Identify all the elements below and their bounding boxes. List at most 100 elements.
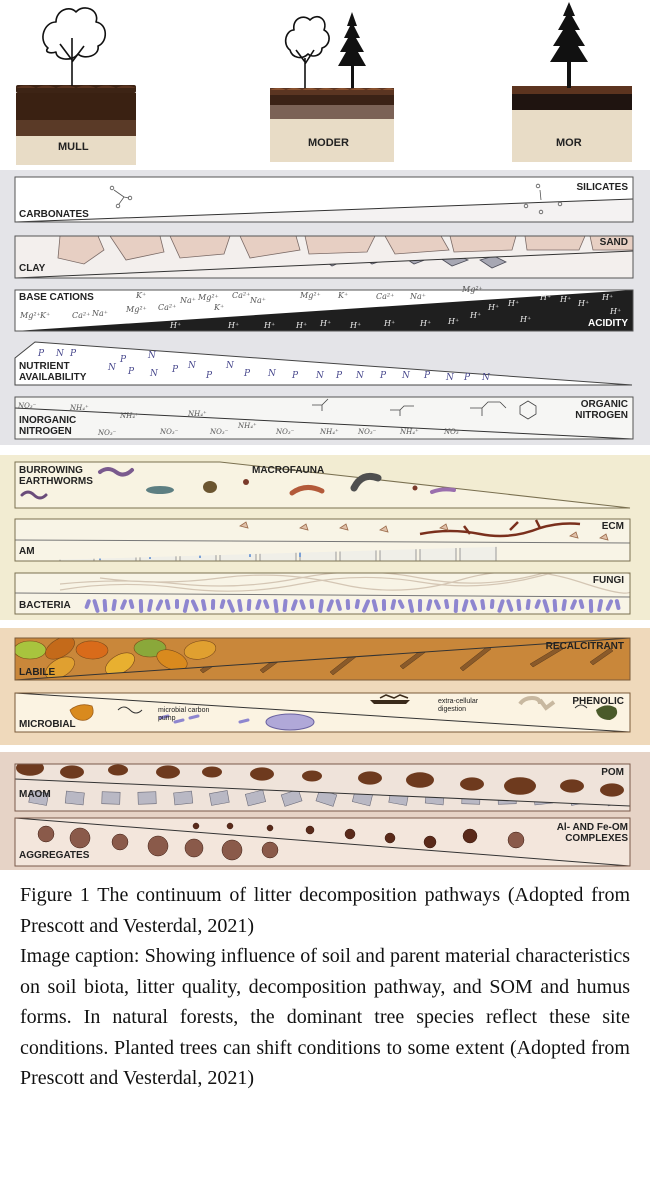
soil-chemistry-section: Mg²⁺K⁺Ca²⁺Na⁺Mg²⁺K⁺Ca²⁺Na⁺Mg²⁺K⁺Ca²⁺Na⁺M… (0, 170, 650, 445)
bacterium-cell (417, 599, 423, 612)
bacterium-cell (299, 599, 306, 610)
hydrogen-ion-symbol: H⁺ (419, 319, 431, 328)
inorganic-nitrogen-symbol: NH₄⁺ (119, 412, 139, 420)
aggregate-particle (261, 841, 279, 859)
hydrogen-ion-symbol: H⁺ (577, 299, 589, 308)
nutrient-symbol: P (243, 369, 251, 379)
aggregate-particle (226, 822, 234, 830)
bacterium-cell (111, 599, 117, 611)
pom-particle (406, 772, 434, 788)
bacterium-cell (506, 599, 514, 612)
labile-leaves (15, 638, 217, 680)
organic-nitrogen-label-line2: NITROGEN (575, 410, 628, 421)
mineral-grain (280, 789, 303, 807)
mineral-grain (173, 790, 194, 806)
nutrient-symbol: N (267, 369, 277, 379)
bacterium-cell (444, 599, 450, 609)
nutrient-symbol: P (463, 373, 471, 383)
bacterium-cell (362, 599, 370, 613)
bacterium-cell (534, 599, 541, 609)
bacterium-cell (426, 599, 433, 611)
pom-particle (460, 777, 484, 791)
microbial-carbon-pump-note: microbial carbon pump (158, 707, 210, 722)
aggregate-particle (221, 839, 243, 861)
pom-particle (108, 764, 128, 776)
bacterium-cell (237, 599, 243, 612)
phenolic-band-icons (370, 694, 618, 720)
aggregate-particle (147, 835, 169, 857)
mineral-grain (28, 790, 49, 806)
nutrient-symbol: P (379, 371, 387, 381)
aggregate-particle (111, 833, 129, 851)
silicates-label: SILICATES (576, 182, 628, 193)
hydrogen-ion-symbol: H⁺ (227, 321, 239, 330)
pom-particle (250, 767, 274, 781)
acid-symbols: H⁺H⁺H⁺H⁺H⁺H⁺H⁺H⁺H⁺H⁺H⁺H⁺H⁺H⁺H⁺H⁺H⁺H⁺ (169, 293, 621, 330)
hydrogen-ion-symbol: H⁺ (447, 317, 459, 326)
bacterium-cell (246, 599, 252, 611)
bacterium-cell (201, 599, 207, 611)
recalcitrant-label: RECALCITRANT (545, 641, 624, 652)
cation-symbol: Mg²⁺ (299, 291, 321, 300)
bacterium-cell (345, 599, 351, 610)
am-label: AM (19, 546, 35, 557)
hydrogen-ion-symbol: H⁺ (559, 295, 571, 304)
nutrient-symbol: N (315, 371, 325, 381)
nutrient-symbol: N (401, 371, 411, 381)
pom-particle (156, 765, 180, 779)
nutrient-symbol: P (205, 371, 213, 381)
hydrogen-ion-symbol: H⁺ (487, 303, 499, 312)
bacterium-cell (309, 599, 315, 609)
hydrogen-ion-symbol: H⁺ (507, 299, 519, 308)
organic-nitrogen-label-line1: ORGANIC (580, 399, 628, 410)
bacteria-label: BACTERIA (19, 600, 71, 611)
burrowing-earthworms-label-line1: BURROWING (19, 465, 83, 476)
bacterium-cell (407, 599, 415, 613)
cation-symbol: Na⁺ (179, 296, 196, 305)
inorganic-nitrogen-symbol: NO₃⁻ (357, 428, 377, 436)
mineral-grain (209, 790, 230, 806)
ecm-label: ECM (601, 521, 624, 532)
cation-symbol: K⁺ (337, 291, 348, 300)
bacterium-cell (542, 599, 550, 613)
bacterium-cell (614, 599, 621, 610)
aggregate-particle (37, 825, 55, 843)
inorganic-nitrogen-symbol: NO₃⁻ (275, 428, 295, 436)
maom-pom-band (14, 763, 631, 812)
nutrient-symbol: P (69, 349, 77, 359)
humus-form-mor-label: MOR (556, 137, 582, 149)
diagram-artwork: Mg²⁺K⁺Ca²⁺Na⁺Mg²⁺K⁺Ca²⁺Na⁺Mg²⁺K⁺Ca²⁺Na⁺M… (0, 2, 650, 870)
inorganic-nitrogen-symbol: NH₄⁺ (69, 404, 89, 412)
inorganic-nitrogen-symbol: NO₃⁻ (209, 428, 229, 436)
bacterium-cell (390, 599, 397, 610)
som-forms-section (0, 752, 650, 870)
nutrient-symbol: N (147, 351, 157, 361)
nutrient-symbol: P (291, 371, 299, 381)
maom-label: MAOM (19, 789, 51, 800)
base-cations-acidity-band: Mg²⁺K⁺Ca²⁺Na⁺Mg²⁺K⁺Ca²⁺Na⁺Mg²⁺K⁺Ca²⁺Na⁺M… (14, 285, 634, 332)
hydrogen-ion-symbol: H⁺ (469, 311, 481, 320)
hydrogen-ion-symbol: H⁺ (349, 321, 361, 330)
pom-particle (600, 783, 624, 797)
nutrient-symbol: P (37, 349, 45, 359)
cation-symbol: Ca²⁺ (232, 291, 250, 300)
inorganic-nitrogen-symbol: NH₄⁺ (237, 422, 257, 430)
bacterium-cell (219, 599, 226, 609)
extra-cellular-digestion-note: extra-cellular digestion (438, 698, 479, 713)
microbial-label: MICROBIAL (19, 719, 76, 730)
bacterium-cell (561, 599, 567, 611)
pom-particle (358, 771, 382, 785)
cation-symbol: Ca²⁺ (72, 311, 90, 320)
labile-recalcitrant-band (14, 637, 631, 681)
bacterium-cell (291, 599, 298, 611)
bacterium-cell (155, 599, 164, 611)
organic-nitrogen-molecules (312, 398, 537, 420)
leaf-litter (105, 652, 135, 676)
pom-label: POM (601, 767, 624, 778)
bacterium-cell (147, 599, 153, 612)
pom-particle (60, 765, 84, 779)
bacterium-cell (489, 599, 495, 609)
humus-form-moder-label: MODER (308, 137, 349, 149)
bacterium-cell (92, 599, 100, 613)
